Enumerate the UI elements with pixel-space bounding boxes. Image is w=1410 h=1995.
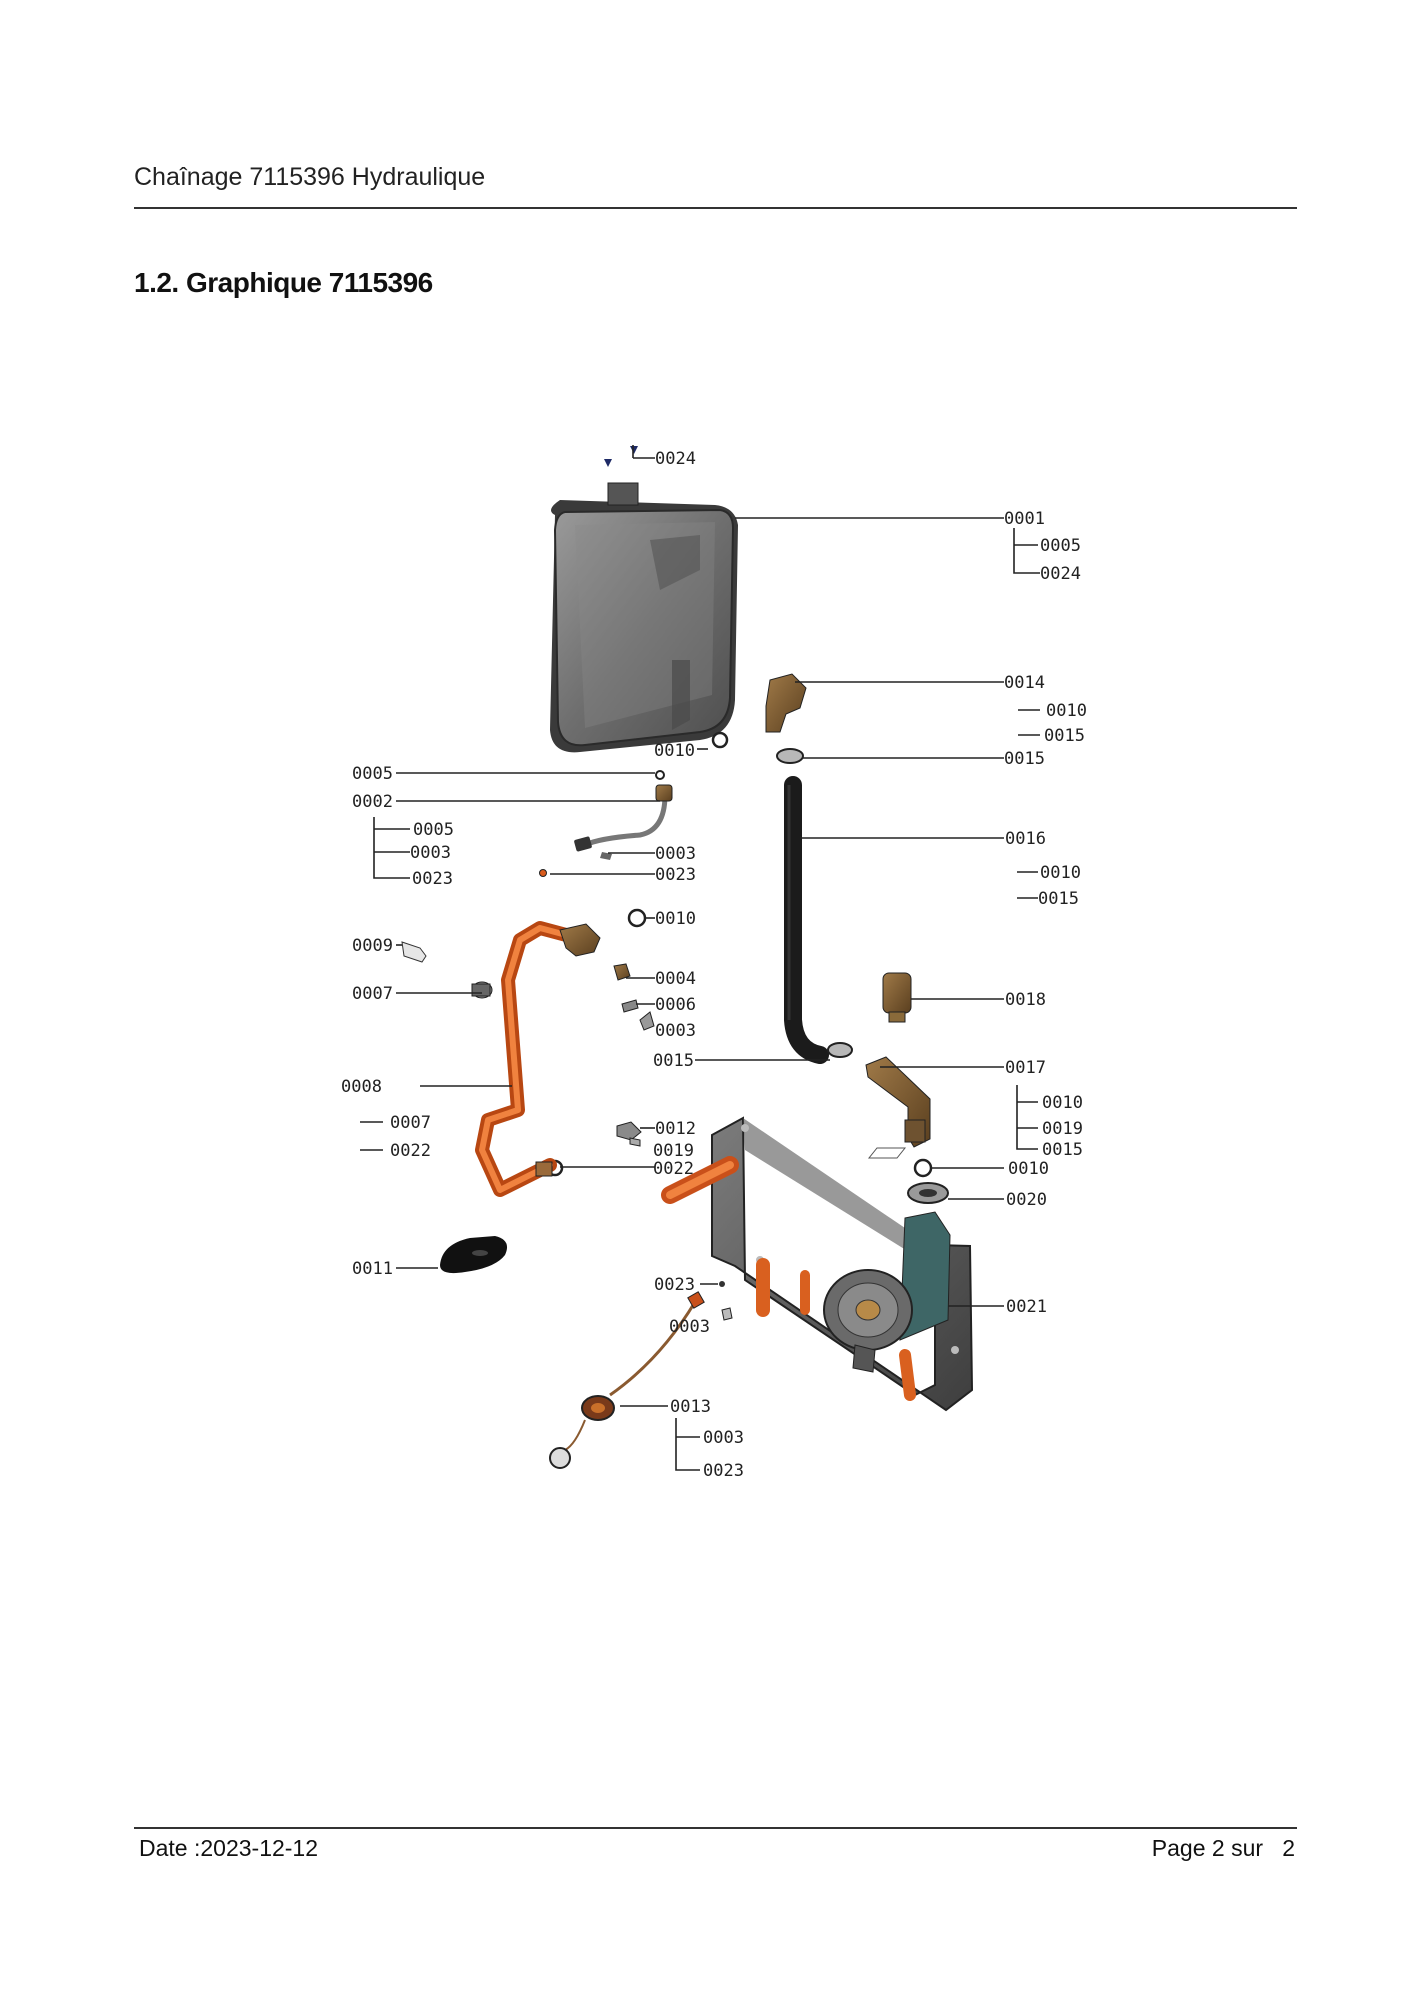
label-0016-sub-0015: 0015 xyxy=(1038,889,1079,909)
clip-0003-c xyxy=(721,1307,733,1321)
label-0021: 0021 xyxy=(1006,1297,1047,1317)
label-0016-sub-0010: 0010 xyxy=(1040,863,1081,883)
label-0014: 0014 xyxy=(1004,673,1045,693)
label-0002: 0002 xyxy=(352,792,393,812)
o-ring-0010-c xyxy=(913,1158,933,1178)
leader-lines xyxy=(360,445,1040,1471)
clip-0015-b xyxy=(827,1042,853,1058)
document-header-title: Chaînage 7115396 Hydraulique xyxy=(134,163,486,191)
label-0008-sub-0022: 0022 xyxy=(390,1141,431,1161)
seal-0019 xyxy=(867,1147,907,1159)
gasket-0011 xyxy=(440,1236,508,1274)
label-0017-sub-0015: 0015 xyxy=(1042,1140,1083,1160)
label-0017-sub-0019: 0019 xyxy=(1042,1119,1083,1139)
label-0020: 0020 xyxy=(1006,1190,1047,1210)
clip-0015-a xyxy=(776,748,804,764)
label-0013-sub-0023: 0023 xyxy=(703,1461,744,1481)
drain-hose-0016 xyxy=(784,776,829,1064)
label-0009: 0009 xyxy=(352,936,393,956)
label-0017: 0017 xyxy=(1005,1058,1046,1078)
label-0002-sub-0005: 0005 xyxy=(413,820,454,840)
fitting-0006 xyxy=(621,999,639,1013)
o-ring-0005 xyxy=(655,770,665,780)
part-0009 xyxy=(401,941,427,963)
label-0024-top: 0024 xyxy=(655,449,696,469)
part-number-labels: 0024 0001 0005 0024 0010 0014 0010 0015 … xyxy=(341,449,1087,1481)
label-0014-sub-0015: 0015 xyxy=(1044,726,1085,746)
label-0013: 0013 xyxy=(670,1397,711,1417)
air-vent-0018 xyxy=(882,972,912,1023)
label-0001-sub-0005: 0005 xyxy=(1040,536,1081,556)
label-0022: 0022 xyxy=(653,1159,694,1179)
footer-page-number: Page 2 sur 2 xyxy=(1151,1835,1295,1861)
pump-assembly-0021 xyxy=(661,1116,974,1412)
section-title: 1.2. Graphique 7115396 xyxy=(134,267,433,298)
clip-0023-b xyxy=(719,1281,725,1287)
label-0004: 0004 xyxy=(655,969,696,989)
label-0018: 0018 xyxy=(1005,990,1046,1010)
footer-divider xyxy=(134,1827,1297,1829)
label-0010-b: 0010 xyxy=(655,909,696,929)
screw-0024 xyxy=(604,446,638,467)
fitting-0004 xyxy=(613,963,631,981)
elbow-fitting-0014 xyxy=(765,673,807,733)
label-0001: 0001 xyxy=(1004,509,1045,529)
o-ring-0010-tank xyxy=(711,731,729,749)
footer-date: Date :2023-12-12 xyxy=(139,1835,319,1861)
label-0015-a: 0015 xyxy=(1004,749,1045,769)
label-0019: 0019 xyxy=(653,1141,694,1161)
label-0003-c: 0003 xyxy=(669,1317,710,1337)
label-0016: 0016 xyxy=(1005,829,1046,849)
label-0003-b: 0003 xyxy=(655,1021,696,1041)
nut-0007 xyxy=(471,981,493,999)
label-0002-sub-0003: 0003 xyxy=(410,843,451,863)
header-divider xyxy=(134,207,1297,209)
label-0006: 0006 xyxy=(655,995,696,1015)
label-0013-sub-0003: 0003 xyxy=(703,1428,744,1448)
temperature-sensor-0013 xyxy=(549,1291,705,1469)
label-0011: 0011 xyxy=(352,1259,393,1279)
label-0005: 0005 xyxy=(352,764,393,784)
clip-0023-a xyxy=(539,869,547,877)
valve-body-0017 xyxy=(865,1056,931,1148)
label-0003-a: 0003 xyxy=(655,844,696,864)
label-0023-a: 0023 xyxy=(655,865,696,885)
label-0007: 0007 xyxy=(352,984,393,1004)
o-ring-0010-b xyxy=(627,908,647,928)
clip-0003 xyxy=(639,1011,655,1031)
label-0023-b: 0023 xyxy=(654,1275,695,1295)
label-0008-sub-0007: 0007 xyxy=(390,1113,431,1133)
clip-0012 xyxy=(616,1121,642,1147)
copper-pipe-0008 xyxy=(475,921,601,1197)
label-0002-sub-0023: 0023 xyxy=(412,869,453,889)
label-0015-b: 0015 xyxy=(653,1051,694,1071)
flexible-hose-0002 xyxy=(574,784,673,860)
label-0008: 0008 xyxy=(341,1077,382,1097)
label-0010-tank: 0010 xyxy=(654,741,695,761)
label-0012: 0012 xyxy=(655,1119,696,1139)
label-0017-sub-0010: 0010 xyxy=(1042,1093,1083,1113)
label-0001-sub-0024: 0024 xyxy=(1040,564,1081,584)
expansion-tank xyxy=(550,482,738,753)
label-0014-sub-0010: 0010 xyxy=(1046,701,1087,721)
label-0010-c: 0010 xyxy=(1008,1159,1049,1179)
